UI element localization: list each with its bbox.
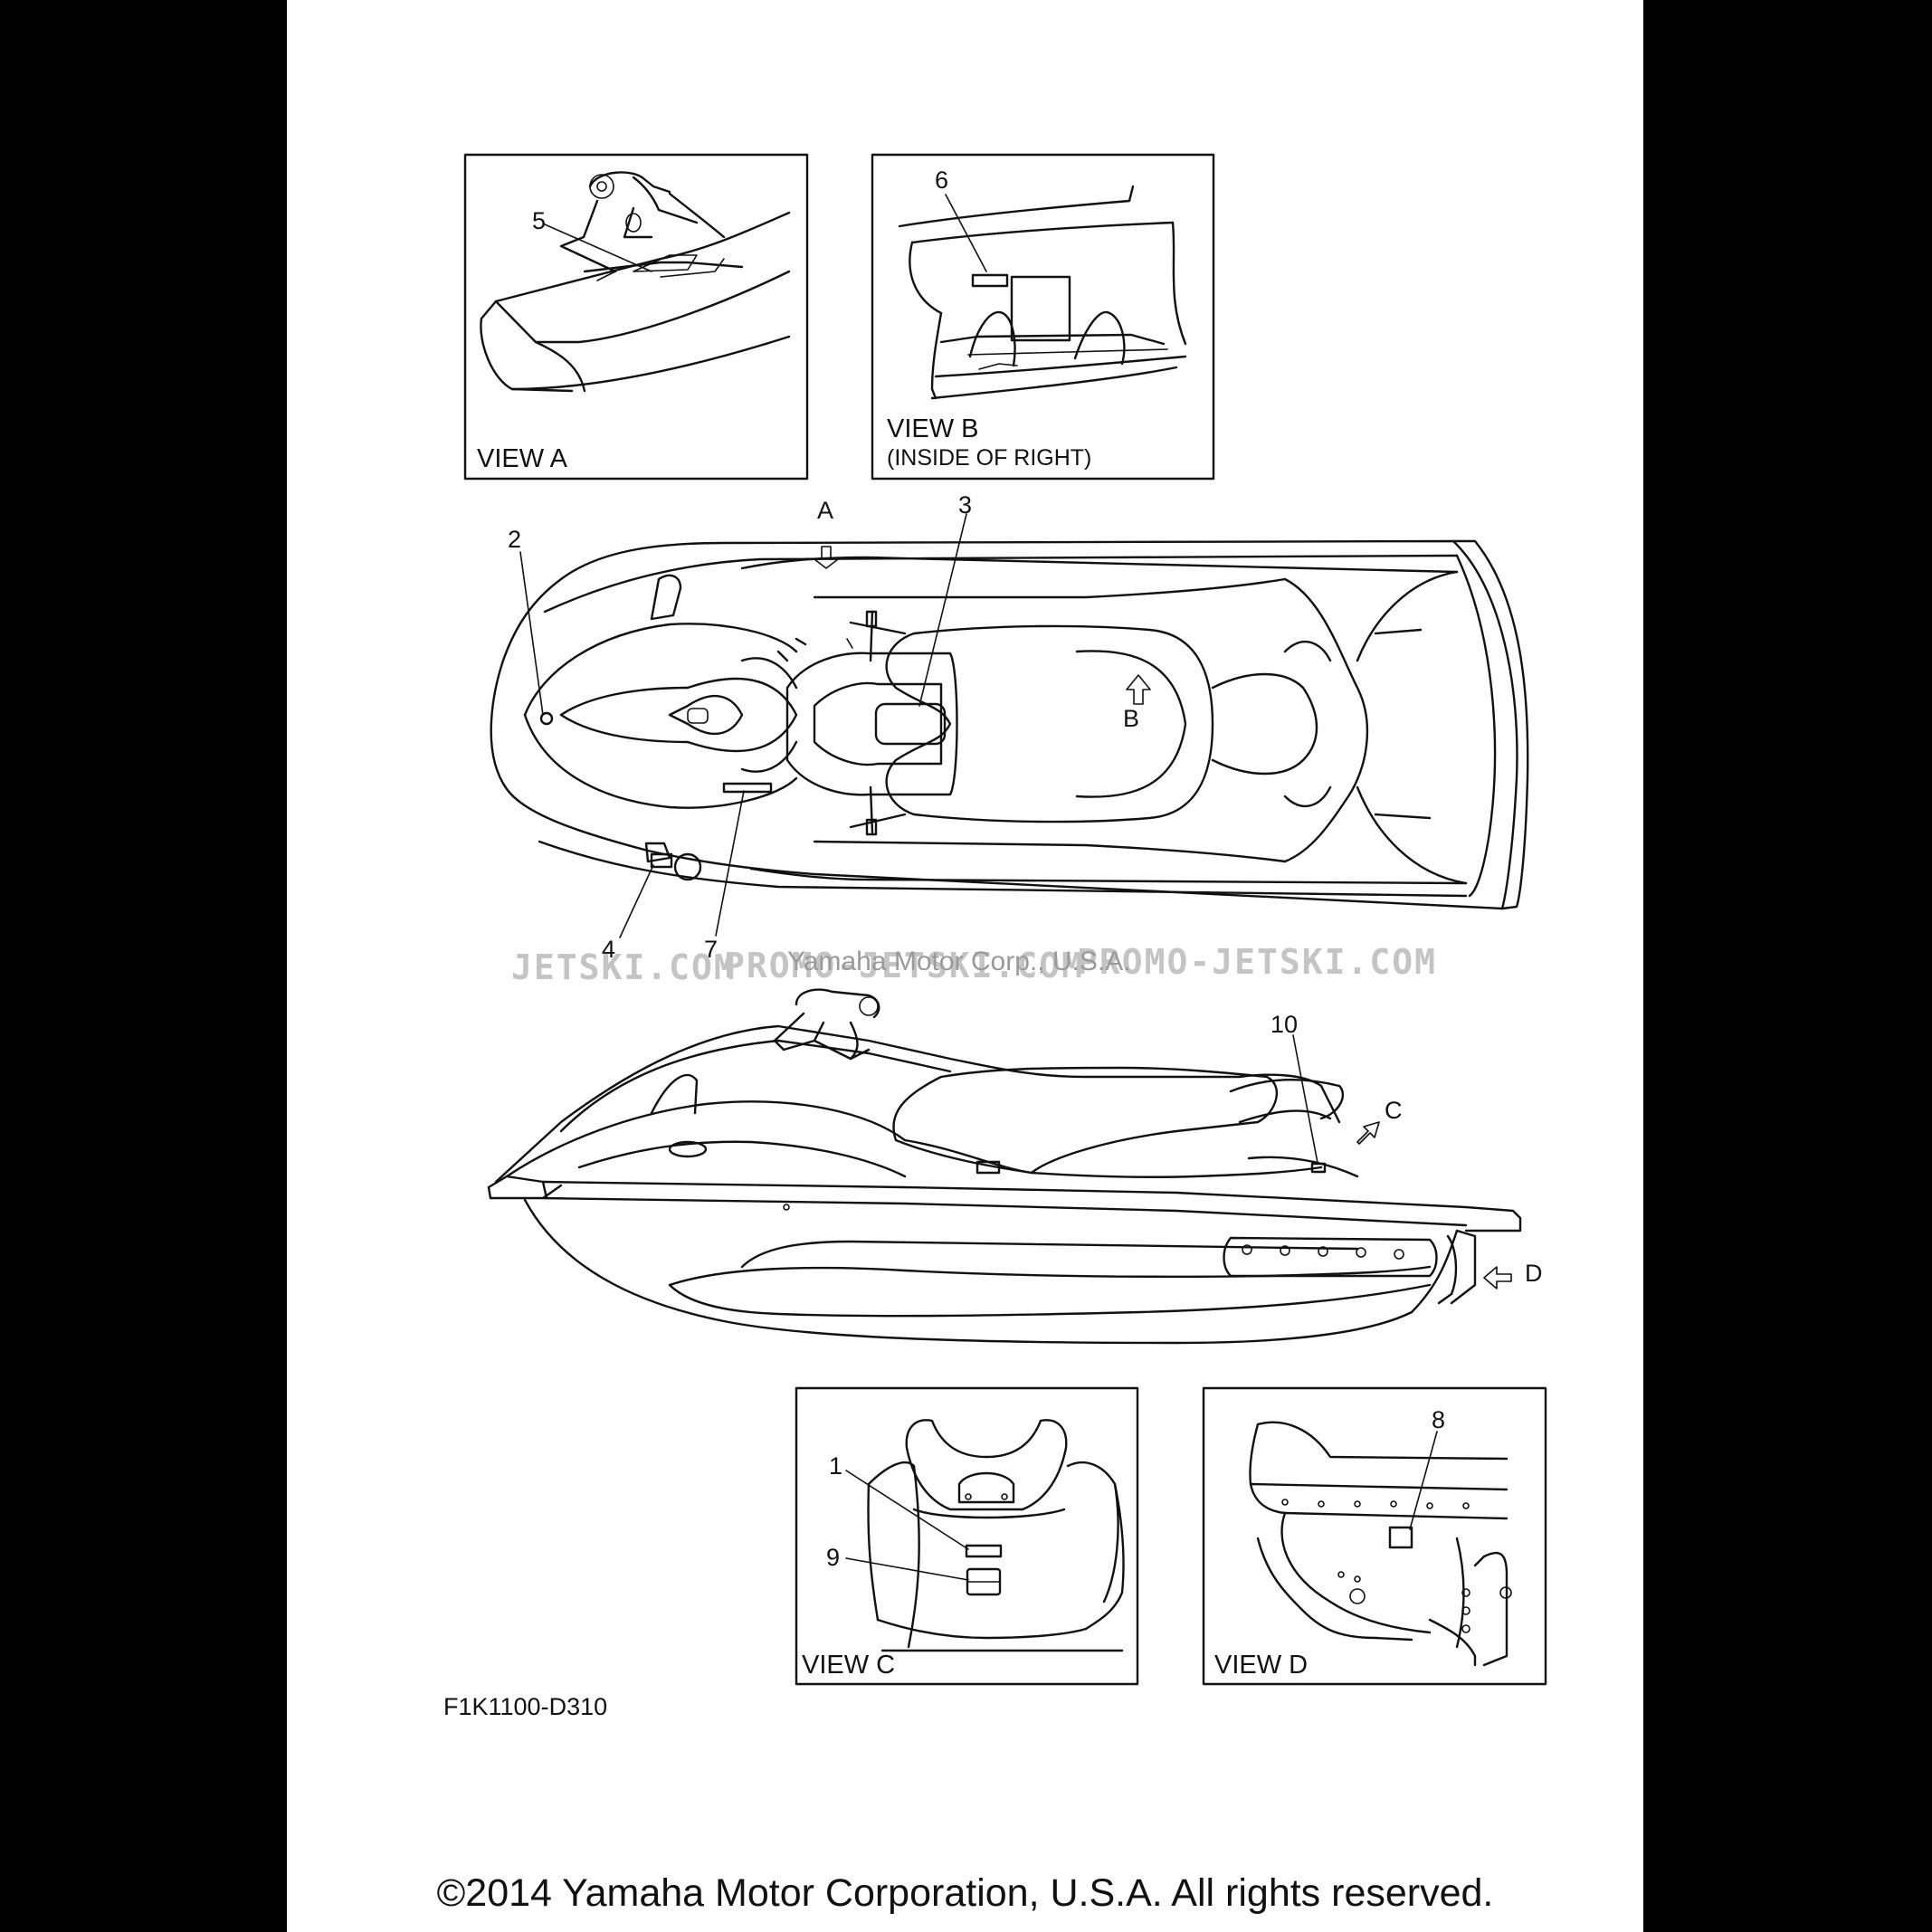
callout-4: 4 — [602, 936, 615, 963]
view-c-title: VIEW C — [802, 1651, 895, 1680]
view-arrow-a-label: A — [817, 497, 833, 524]
watermark-right: PROMO-JETSKI.COM — [1077, 942, 1437, 982]
watermark-overlay: Yamaha Motor Corp., U.S.A. — [787, 947, 1131, 976]
diagram-sheet — [287, 0, 1643, 1932]
view-d-title: VIEW D — [1214, 1651, 1308, 1680]
callout-3: 3 — [958, 491, 972, 519]
callout-5: 5 — [532, 207, 546, 234]
view-c-panel: 1 9 VIEW C — [795, 1386, 1139, 1686]
view-a-title: VIEW A — [477, 444, 568, 473]
copyright-notice: ©2014 Yamaha Motor Corporation, U.S.A. A… — [436, 1871, 1494, 1915]
watermark-left: JETSKI.COM — [511, 947, 737, 987]
view-d-panel: 8 VIEW D — [1202, 1386, 1547, 1686]
callout-6: 6 — [935, 167, 948, 194]
view-b-panel: 6 VIEW B (INSIDE OF RIGHT) — [871, 153, 1215, 481]
view-arrow-d-label: D — [1525, 1260, 1543, 1287]
watermark: JETSKI.COM PROMO-JETSKI.COM PROMO-JETSKI… — [511, 942, 1437, 987]
view-b-title: VIEW B — [887, 414, 979, 443]
callout-7: 7 — [704, 936, 718, 963]
callout-8: 8 — [1432, 1406, 1445, 1433]
callout-1: 1 — [829, 1452, 842, 1480]
top-view: A B 2 3 4 7 — [490, 491, 1529, 963]
callout-2: 2 — [508, 526, 521, 553]
callout-10: 10 — [1271, 1011, 1298, 1038]
view-a-panel: 5 VIEW A — [463, 153, 809, 481]
side-view: 10 C D — [487, 988, 1543, 1345]
view-arrow-b-label: B — [1123, 705, 1139, 732]
view-b-subtitle: (INSIDE OF RIGHT) — [887, 445, 1091, 471]
callout-9: 9 — [826, 1544, 840, 1571]
part-code: F1K1100-D310 — [443, 1693, 607, 1720]
view-arrow-c-label: C — [1385, 1097, 1403, 1124]
watermark-middle: PROMO-JETSKI.COM — [724, 946, 1084, 985]
